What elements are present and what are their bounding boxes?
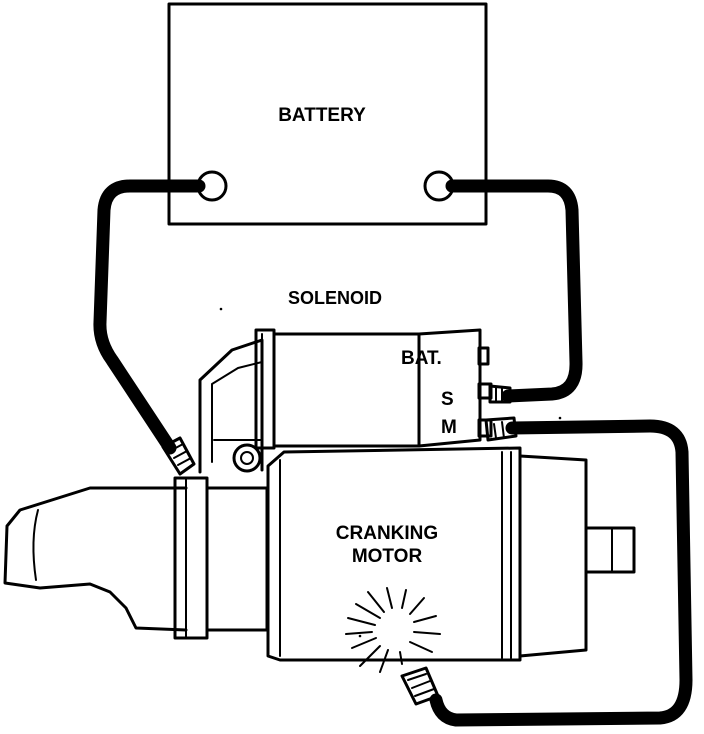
- spark-burst: [345, 587, 441, 673]
- terminal-m-label: M: [441, 417, 457, 438]
- jumper-cable-lug-top: [484, 416, 518, 442]
- battery-label: BATTERY: [278, 105, 366, 126]
- speck: [358, 634, 362, 638]
- battery-cable: [445, 179, 583, 403]
- battery-case: [167, 2, 488, 226]
- bat-terminal-stud: [477, 346, 490, 366]
- drive-end-housing: [3, 338, 269, 640]
- ground-cable: [93, 179, 206, 455]
- terminal-bat-label: BAT.: [401, 348, 442, 369]
- battery-cable-lug: [488, 384, 512, 404]
- solenoid: BAT. S M: [232, 328, 493, 473]
- speck: [219, 307, 223, 311]
- jumper-cable-lug-bottom: [400, 666, 440, 706]
- speck: [558, 416, 562, 420]
- jumper-cable: [429, 419, 693, 727]
- terminal-s-label: S: [441, 389, 454, 410]
- motor-label-line2: MOTOR: [352, 546, 423, 567]
- solenoid-mount-bolt: [232, 443, 262, 473]
- ground-cable-lug: [161, 436, 196, 476]
- battery: BATTERY: [167, 2, 488, 226]
- cranking-motor: CRANKING MOTOR: [266, 446, 636, 662]
- motor-label-line1: CRANKING: [336, 523, 438, 544]
- solenoid-label: SOLENOID: [288, 288, 382, 308]
